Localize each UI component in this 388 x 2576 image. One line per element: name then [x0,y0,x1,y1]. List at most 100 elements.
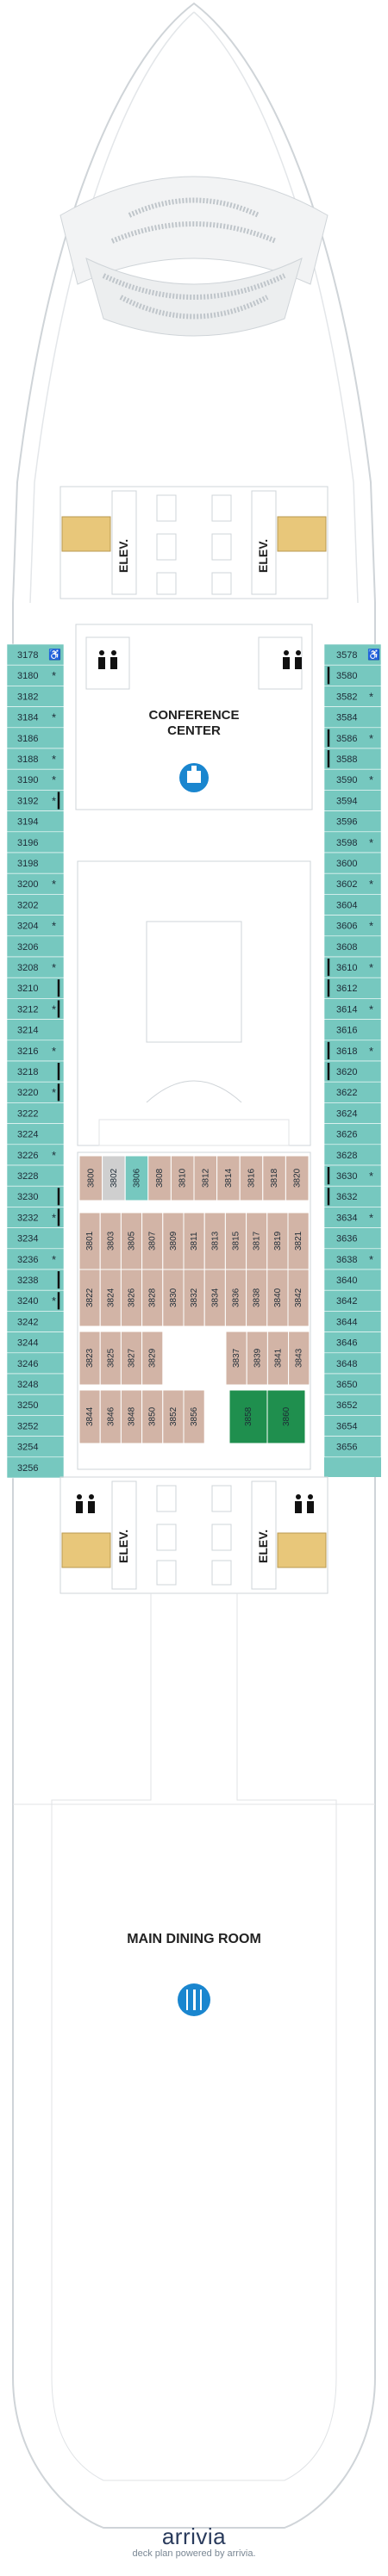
cabin-3838[interactable]: 3838 [246,1269,268,1327]
cabin-3842[interactable]: 3842 [287,1269,310,1327]
cabin-3206[interactable]: 3206 [6,935,65,958]
cabin-3648[interactable]: 3648 [323,1352,382,1375]
cabin-3640[interactable]: 3640 [323,1269,382,1291]
cabin-3634[interactable]: 3634* [323,1207,382,1228]
cabin-3582[interactable]: 3582* [323,686,382,707]
cabin-3843[interactable]: 3843 [288,1331,310,1386]
cabin-3256[interactable]: 3256 [6,1456,65,1479]
cabin-3802[interactable]: 3802 [102,1155,126,1201]
cabin-3200[interactable]: 3200* [6,872,65,895]
cabin-3656[interactable]: 3656 [323,1436,382,1458]
cabin-3850[interactable]: 3850 [141,1389,164,1444]
cabin-3606[interactable]: 3606* [323,915,382,937]
cabin-3812[interactable]: 3812 [193,1155,218,1201]
cabin-3800[interactable]: 3800 [78,1155,103,1201]
cabin-3839[interactable]: 3839 [246,1331,268,1386]
cabin-3808[interactable]: 3808 [147,1155,172,1201]
cabin-3228[interactable]: 3228 [6,1164,65,1187]
cabin-3596[interactable]: 3596 [323,810,382,833]
cabin-3805[interactable]: 3805 [120,1212,143,1270]
cabin-3600[interactable]: 3600 [323,852,382,874]
cabin-3654[interactable]: 3654 [323,1415,382,1437]
cabin-3809[interactable]: 3809 [162,1212,185,1270]
cabin-3816[interactable]: 3816 [239,1155,264,1201]
cabin-3586[interactable]: 3586* [323,727,382,749]
cabin-3252[interactable]: 3252 [6,1415,65,1437]
cabin-3246[interactable]: 3246 [6,1352,65,1375]
cabin-3220[interactable]: 3220* [6,1081,65,1103]
cabin-3628[interactable]: 3628 [323,1144,382,1166]
cabin-3248[interactable]: 3248 [6,1373,65,1395]
cabin-3604[interactable]: 3604 [323,894,382,916]
cabin-3218[interactable]: 3218 [6,1060,65,1083]
cabin-3856[interactable]: 3856 [183,1389,205,1444]
cabin-3819[interactable]: 3819 [266,1212,289,1270]
cabin-3826[interactable]: 3826 [120,1269,143,1327]
cabin-3254[interactable]: 3254 [6,1436,65,1458]
cabin-3646[interactable]: 3646 [323,1331,382,1354]
cabin-3823[interactable]: 3823 [78,1331,101,1386]
cabin-3234[interactable]: 3234 [6,1227,65,1250]
cabin-3578[interactable]: 3578♿ [323,643,382,666]
cabin-3852[interactable]: 3852 [162,1389,185,1444]
cabin-3210[interactable]: 3210 [6,977,65,999]
cabin-3194[interactable]: 3194 [6,810,65,833]
cabin-3818[interactable]: 3818 [262,1155,286,1201]
cabin-3222[interactable]: 3222 [6,1102,65,1124]
cabin-3590[interactable]: 3590* [323,768,382,791]
cabin-3829[interactable]: 3829 [141,1331,164,1386]
cabin-3837[interactable]: 3837 [225,1331,247,1386]
cabin-3190[interactable]: 3190* [6,768,65,791]
cabin-3827[interactable]: 3827 [120,1331,143,1386]
cabin-3236[interactable]: 3236* [6,1248,65,1270]
cabin-3594[interactable]: 3594 [323,790,382,811]
cabin-3860[interactable]: 3860 [266,1389,306,1444]
cabin-3815[interactable]: 3815 [224,1212,247,1270]
cabin-3242[interactable]: 3242 [6,1311,65,1332]
cabin-3230[interactable]: 3230 [6,1185,65,1207]
cabin-3820[interactable]: 3820 [285,1155,310,1201]
cabin-3642[interactable]: 3642 [323,1289,382,1312]
cabin-3240[interactable]: 3240* [6,1289,65,1312]
cabin-3186[interactable]: 3186 [6,727,65,749]
cabin-3836[interactable]: 3836 [224,1269,247,1327]
cabin-3250[interactable]: 3250 [6,1394,65,1416]
cabin-3196[interactable]: 3196 [6,831,65,853]
cabin-3830[interactable]: 3830 [162,1269,185,1327]
cabin-3813[interactable]: 3813 [203,1212,226,1270]
cabin-3212[interactable]: 3212* [6,998,65,1020]
cabin-3636[interactable]: 3636 [323,1227,382,1250]
cabin-3840[interactable]: 3840 [266,1269,289,1327]
cabin-3801[interactable]: 3801 [78,1212,101,1270]
cabin-3858[interactable]: 3858 [228,1389,268,1444]
cabin-3810[interactable]: 3810 [170,1155,195,1201]
cabin-3208[interactable]: 3208* [6,956,65,978]
cabin-3198[interactable]: 3198 [6,852,65,874]
cabin-3598[interactable]: 3598* [323,831,382,853]
cabin-3216[interactable]: 3216* [6,1040,65,1062]
cabin-3244[interactable]: 3244 [6,1331,65,1354]
cabin-3610[interactable]: 3610* [323,956,382,978]
cabin-3828[interactable]: 3828 [141,1269,164,1327]
cabin-3841[interactable]: 3841 [266,1331,290,1386]
cabin-3232[interactable]: 3232* [6,1207,65,1228]
cabin-3614[interactable]: 3614* [323,998,382,1020]
cabin-3848[interactable]: 3848 [120,1389,143,1444]
cabin-3622[interactable]: 3622 [323,1081,382,1103]
cabin-3825[interactable]: 3825 [99,1331,122,1386]
cabin-3188[interactable]: 3188* [6,748,65,770]
cabin-3844[interactable]: 3844 [78,1389,101,1444]
cabin-3184[interactable]: 3184* [6,706,65,729]
cabin-3182[interactable]: 3182 [6,686,65,707]
cabin-3807[interactable]: 3807 [141,1212,164,1270]
cabin-3226[interactable]: 3226* [6,1144,65,1166]
cabin-3624[interactable]: 3624 [323,1102,382,1124]
cabin-3202[interactable]: 3202 [6,894,65,916]
cabin-3616[interactable]: 3616 [323,1019,382,1041]
cabin-3630[interactable]: 3630* [323,1164,382,1187]
cabin-3644[interactable]: 3644 [323,1311,382,1332]
cabin-3803[interactable]: 3803 [99,1212,122,1270]
cabin-3580[interactable]: 3580 [323,664,382,686]
cabin-3178[interactable]: 3178*♿ [6,643,65,666]
cabin-3204[interactable]: 3204* [6,915,65,937]
